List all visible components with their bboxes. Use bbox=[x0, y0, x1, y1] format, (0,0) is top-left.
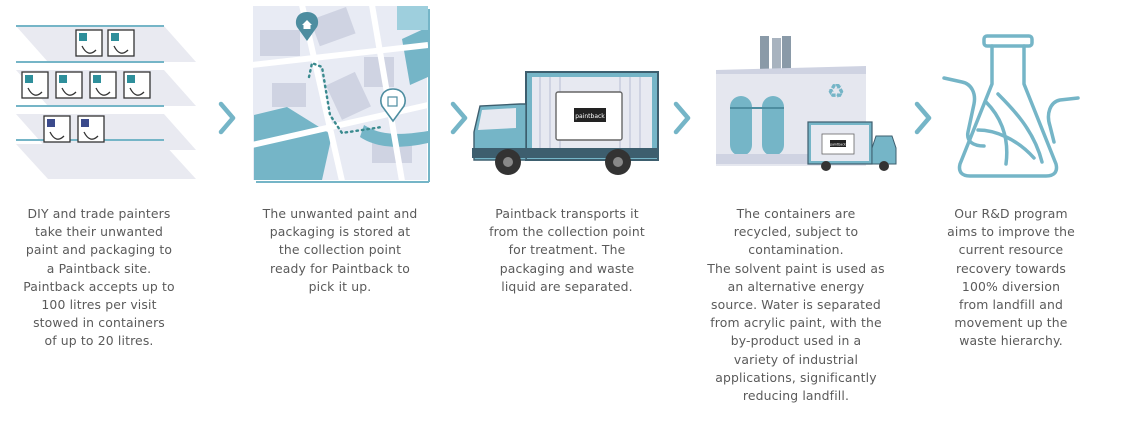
step-4-description: The containers are recycled, subject to … bbox=[707, 206, 885, 404]
paint-tin-icon bbox=[55, 71, 83, 99]
city-map-illustration bbox=[252, 5, 430, 183]
step-2-description: The unwanted paint and packaging is stor… bbox=[262, 206, 418, 294]
paint-tin-icon bbox=[43, 115, 71, 143]
chevron-right-icon bbox=[218, 101, 236, 135]
home-pin-icon bbox=[295, 12, 319, 41]
chevron-right-icon bbox=[914, 101, 932, 135]
step-5-description: Our R&D program aims to improve the curr… bbox=[947, 206, 1075, 349]
recycling-factory-illustration: ♻ paintback bbox=[716, 36, 897, 171]
paintback-truck-illustration: paintback bbox=[472, 71, 659, 175]
factory-truck-brand-label: paintback bbox=[830, 143, 846, 147]
chevron-right-icon bbox=[450, 101, 468, 135]
chevron-right-icon bbox=[673, 101, 691, 135]
step-3-description: Paintback transports it from the collect… bbox=[489, 206, 645, 294]
truck-brand-label: paintback bbox=[575, 113, 605, 120]
step-1-description: DIY and trade painters take their unwant… bbox=[23, 206, 175, 349]
paint-tins-shelves-illustration bbox=[16, 25, 196, 179]
paint-pin-icon bbox=[380, 88, 406, 123]
recycle-icon: ♻ bbox=[827, 79, 845, 103]
lab-flask-illustration bbox=[942, 34, 1080, 178]
